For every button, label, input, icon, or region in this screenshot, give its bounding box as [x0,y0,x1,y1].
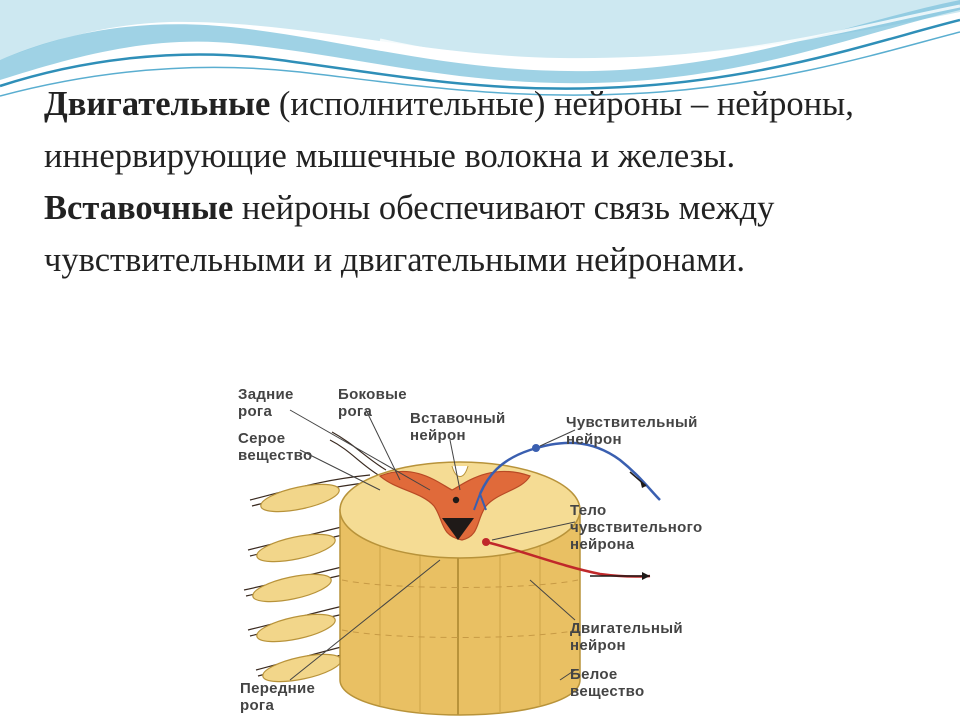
definition-interneuron: нейроны обеспечивают связь между чувстви… [44,189,775,279]
label-gray-matter: Серое вещество [238,430,313,464]
spinal-cord-diagram: Задние рога Боковые рога Серое вещество … [230,380,770,720]
leader-lines [289,409,576,681]
header-wave-decoration [0,0,960,97]
label-interneuron: Вставочный нейрон [410,410,506,444]
definition-motor: (исполнительные) нейроны – нейроны, инне… [44,85,854,175]
paragraph-interneurons: Вставочные нейроны обеспечивают связь ме… [44,182,924,286]
label-sensory-neuron: Чувствительный нейрон [566,414,698,448]
sensory-fiber [478,441,661,501]
label-dorsal-horns: Задние рога [238,386,294,420]
spinal-cord-body [339,461,581,716]
spinal-ganglia [252,483,342,683]
label-lateral-horns: Боковые рога [338,386,407,420]
label-motor-neuron: Двигательный нейрон [570,620,683,654]
label-white-matter: Белое вещество [570,666,645,700]
term-interneuron: Вставочные [44,189,234,227]
label-ventral-horns: Передние рога [240,680,316,714]
definition-text: Двигательные (исполнительные) нейроны – … [44,78,924,286]
term-motor: Двигательные [44,85,271,123]
spinal-cord-illustration [243,409,661,716]
label-sensory-neuron-body: Тело чувствительного нейрона [570,502,703,553]
paragraph-motor-neurons: Двигательные (исполнительные) нейроны – … [44,78,924,182]
